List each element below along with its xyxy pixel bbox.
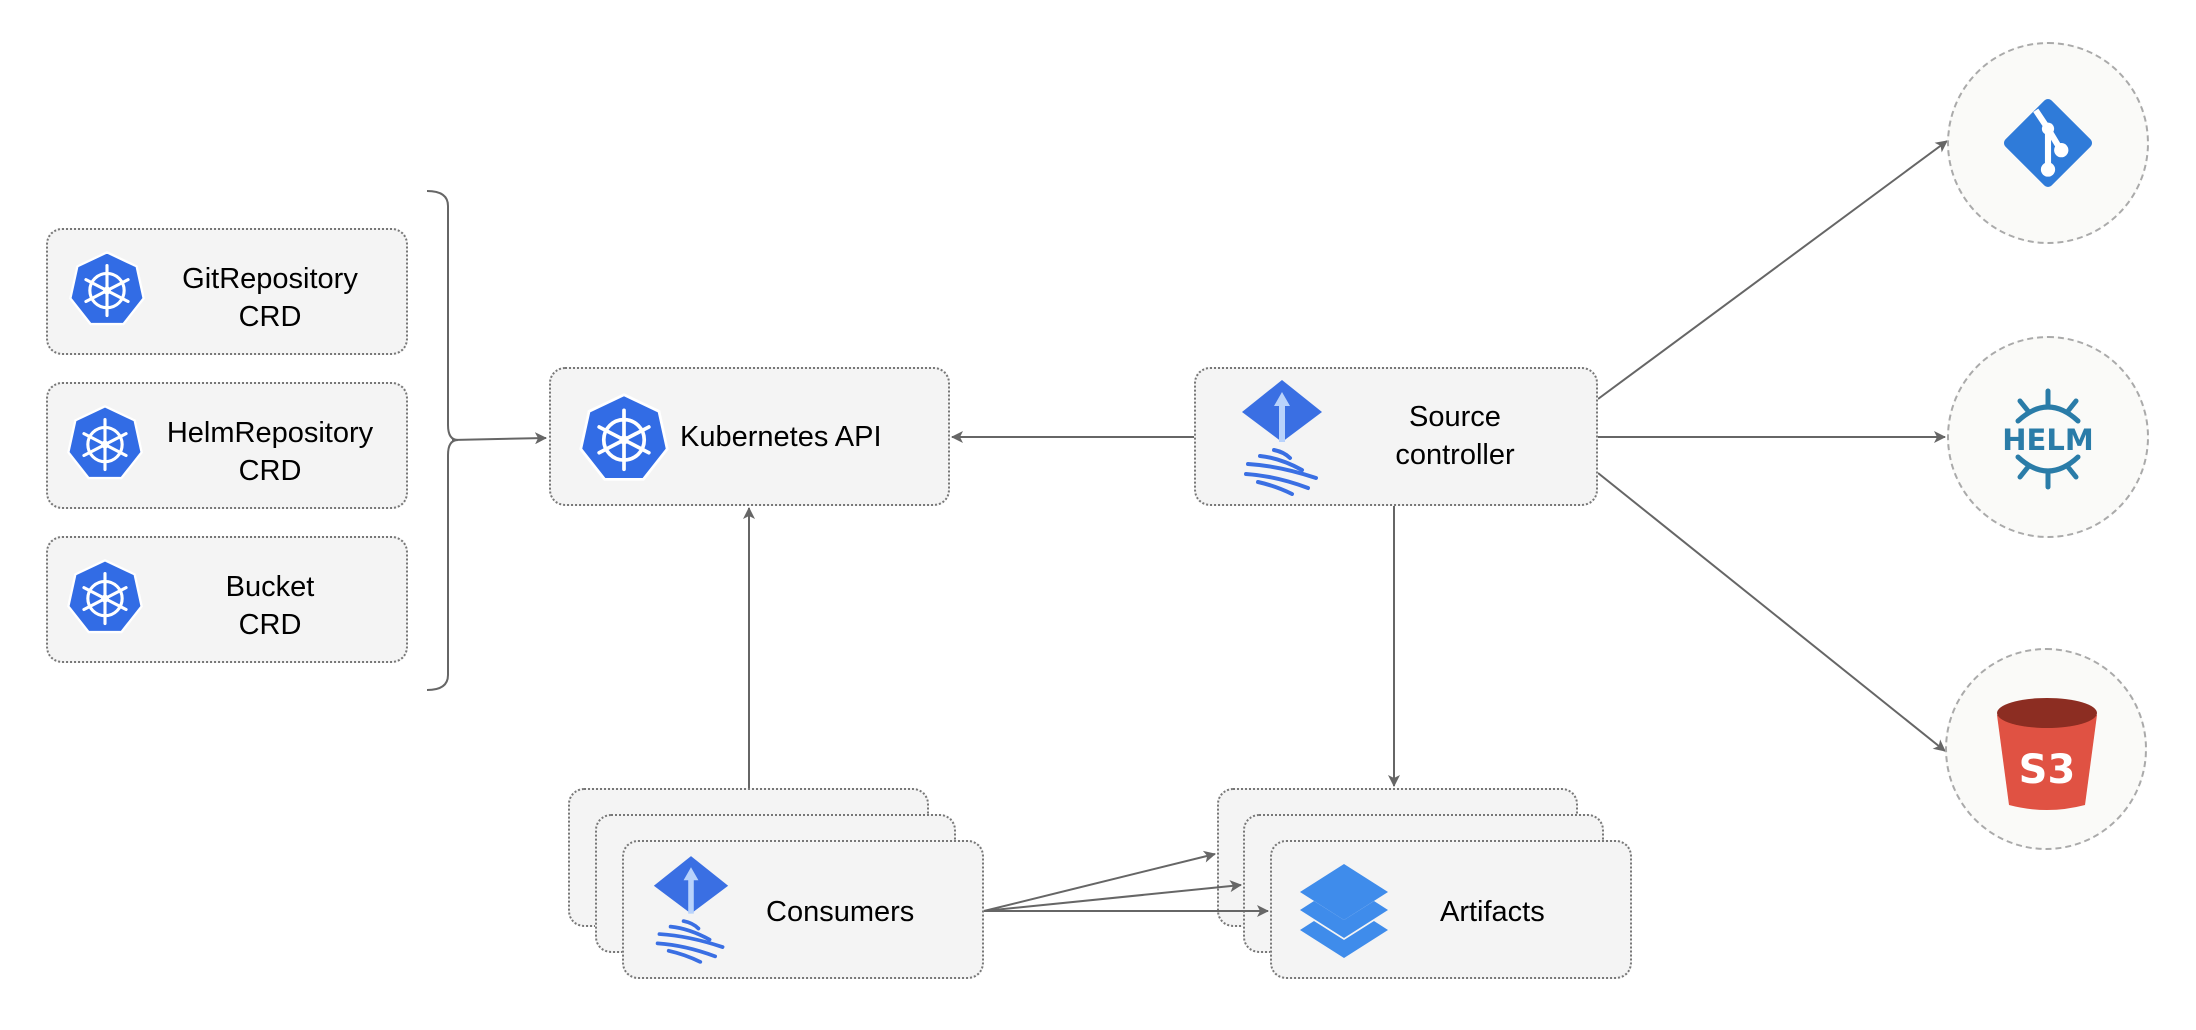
arrow-source-to-s3: [1597, 472, 1946, 752]
source-controller-label: Source controller: [1350, 398, 1560, 474]
crd-kind: CRD: [238, 301, 302, 333]
source-controller-line1: Source: [1409, 401, 1501, 433]
arrow-consumers-to-artifacts-2: [983, 880, 1242, 912]
helm-text: HELM: [2002, 423, 2093, 457]
arrow-source-to-git: [1597, 140, 1948, 400]
crd-kind: CRD: [238, 455, 302, 487]
s3-text: S3: [2019, 747, 2076, 793]
artifacts-label: Artifacts: [1440, 896, 1545, 928]
crd-name: GitRepository: [182, 263, 358, 295]
crd-kind: CRD: [238, 609, 302, 641]
s3-bucket-icon: S3: [1997, 698, 2097, 810]
helm-source-circle[interactable]: [1947, 336, 2149, 538]
layers-icon: [1300, 864, 1388, 958]
crd-name: HelmRepository: [166, 417, 374, 449]
helm-icon: HELM: [2002, 388, 2094, 490]
crd-name: Bucket: [225, 571, 315, 603]
kubernetes-api-label: Kubernetes API: [680, 421, 882, 453]
arrow-crds-to-api: [451, 432, 547, 445]
git-icon: [2003, 98, 2093, 188]
source-controller-line2: controller: [1395, 439, 1515, 471]
consumers-label: Consumers: [766, 896, 915, 928]
arrow-consumers-to-artifacts-1: [983, 850, 1216, 912]
